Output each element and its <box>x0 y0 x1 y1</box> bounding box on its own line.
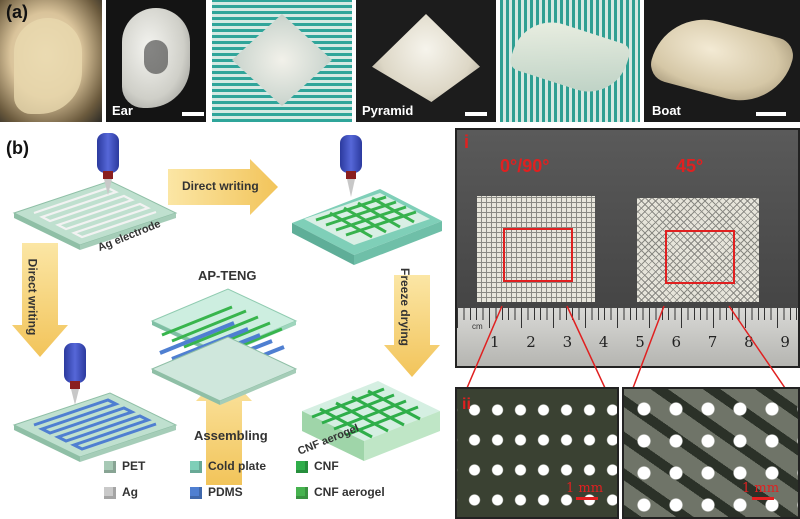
legend-label-cnf-aerogel: CNF aerogel <box>314 485 385 499</box>
cnf-aerogel-block <box>302 381 440 461</box>
arrow-label-left: Direct writing <box>25 258 40 336</box>
photo-ear-cad <box>0 0 102 122</box>
photo-boat-printed <box>644 0 800 122</box>
panel-i-index: i <box>464 132 470 152</box>
ruler-number: 9 <box>780 333 790 351</box>
photo-grid-samples <box>455 128 800 368</box>
legend-label-pet: PET <box>122 459 146 473</box>
panel-ii-index: ii <box>462 396 471 413</box>
ap-teng-stack <box>150 288 298 405</box>
label-45: 45° <box>676 156 704 176</box>
scale-bar-ear <box>182 112 204 116</box>
scale-label-right: 1 mm <box>742 481 780 496</box>
photo-pyramid-printing <box>212 0 352 122</box>
ruler-numbers: 1 2 3 4 5 6 7 8 9 <box>490 333 790 351</box>
arrow-label-right: Freeze drying <box>398 267 413 347</box>
ruler-number: 4 <box>598 333 609 351</box>
arrow-top <box>168 159 278 215</box>
ap-teng-label: AP-TENG <box>198 268 257 283</box>
arrow-left <box>12 243 68 357</box>
plate-ag-electrode <box>12 180 178 250</box>
zoom-box-right <box>665 230 735 284</box>
arrow-label-top: Direct writing <box>182 179 259 193</box>
micrograph-0-90 <box>455 387 619 519</box>
legend-label-cnf: CNF <box>314 459 339 473</box>
plate-cnf-writing <box>292 189 442 265</box>
legend-label-ag: Ag <box>122 485 138 499</box>
arrow-label-bottom: Assembling <box>194 428 268 443</box>
legend-swatch-cnf-aerogel <box>296 487 308 499</box>
zoom-box-left <box>503 228 573 282</box>
micrograph-45 <box>622 387 800 519</box>
photo-ear-printed <box>106 0 206 122</box>
nozzle-2 <box>340 135 362 197</box>
ruler-number: 3 <box>562 333 573 351</box>
ruler-number: 8 <box>744 333 754 351</box>
legend-label-cold-plate: Cold plate <box>208 459 267 473</box>
panel-b-label: (b) <box>6 138 29 158</box>
photo-pyramid-printed <box>356 0 496 122</box>
schematic-diagram <box>12 133 442 485</box>
caption-pyramid: Pyramid <box>362 103 414 118</box>
ruler-number: 2 <box>526 333 536 351</box>
scale-label-left: 1 mm <box>566 481 604 496</box>
zoom-connectors <box>466 305 786 389</box>
scale-bar-boat <box>756 112 786 116</box>
scale-bar-pyramid <box>465 112 487 116</box>
scale-bar-left <box>576 497 598 500</box>
arrow-right <box>384 275 440 377</box>
ruler-number: 6 <box>671 333 682 351</box>
ruler <box>457 308 798 366</box>
caption-boat: Boat <box>652 103 681 118</box>
nozzle-3 <box>64 343 86 405</box>
ruler-unit: cm <box>472 322 483 331</box>
sample-0-90 <box>477 196 595 302</box>
photo-boat-printing <box>500 0 640 122</box>
legend-swatch-cnf <box>296 461 308 473</box>
legend-swatch-pet <box>104 461 116 473</box>
legend-swatch-pdms <box>190 487 202 499</box>
ruler-number: 1 <box>490 333 500 351</box>
caption-ear: Ear <box>112 103 133 118</box>
panel-a-label: (a) <box>6 2 28 22</box>
scale-bar-right <box>752 497 774 500</box>
plate-pdms-writing <box>12 392 178 462</box>
legend-swatch-cold-plate <box>190 461 202 473</box>
legend-label-pdms: PDMS <box>208 485 243 499</box>
nozzle-1 <box>97 133 119 195</box>
legend-swatch-ag <box>104 487 116 499</box>
label-0-90: 0°/90° <box>500 156 550 176</box>
ruler-number: 7 <box>707 333 718 351</box>
sample-45 <box>637 198 759 302</box>
ruler-number: 5 <box>635 333 645 351</box>
